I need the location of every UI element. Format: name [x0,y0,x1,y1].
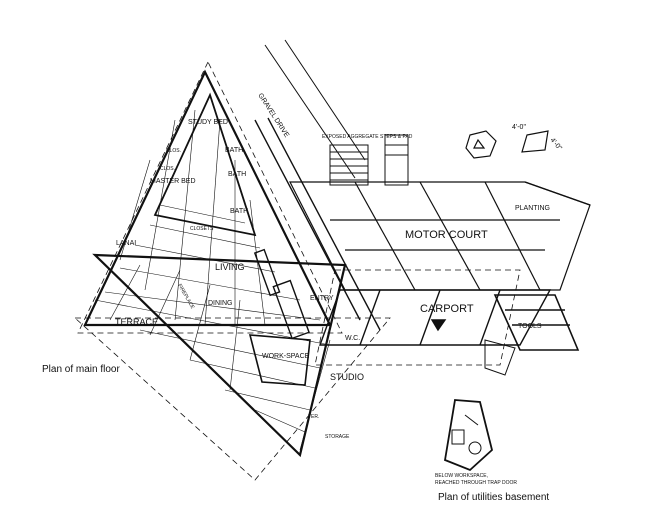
room-labels: STUDY BED CLOS. CLOS. BATH MASTER BED BA… [115,119,550,440]
dimension-b: 4'-0" [548,137,563,153]
label-closet-2: CLOS. [160,166,175,172]
caption-basement: Plan of utilities basement [438,492,549,503]
label-studio: STUDIO [330,372,364,382]
basement-note-line-2: REACHED THROUGH TRAP DOOR [435,480,517,486]
label-bath-1: BATH [225,147,243,154]
motor-court-area [289,181,591,291]
grid-upper [104,109,321,326]
label-carport: CARPORT [420,303,474,315]
main-wing-lower [73,253,391,481]
gravel-drive [264,39,366,179]
carport-area [314,269,552,366]
label-entry: ENTRY [310,295,334,302]
tools-shed [484,294,580,376]
grid-lower [94,264,331,451]
label-master-bed: MASTER BED [150,178,196,185]
label-living: LIVING [215,262,245,272]
connecting-band [253,117,381,340]
dimension-a: 4'-0" [512,124,526,131]
hex-marker [465,130,497,159]
label-storage: STORAGE [325,434,350,440]
steps-note: EXPOSED AGGREGATE STEPS & PAD [322,134,413,140]
label-lanai: LANAI [116,240,136,247]
caption-main-floor: Plan of main floor [42,364,120,375]
basement-note-line-1: BELOW WORKSPACE, [435,473,488,479]
label-study-bed: STUDY BED [188,119,228,126]
label-closet-1: CLOS. [166,148,181,154]
label-terrace-tag: TER. [308,414,319,420]
label-dining: DINING [208,300,233,307]
main-wing-upper [77,61,343,334]
label-fireplace: FIREPLACE [176,283,195,311]
label-tools: TOOLS [518,323,542,330]
label-motor-court: MOTOR COURT [405,229,488,241]
label-bath-3: BATH [230,208,248,215]
label-planting: PLANTING [515,205,550,212]
label-workspace: WORK-SPACE [262,353,310,360]
label-wc: W.C. [345,335,360,342]
basement-plan [443,399,494,472]
dimension-diamond [521,130,549,153]
entry-steps [329,134,409,186]
label-bath-2: BATH [228,171,246,178]
label-closets: CLOSETS [190,226,214,232]
label-terrace: TERRACE [115,317,158,327]
